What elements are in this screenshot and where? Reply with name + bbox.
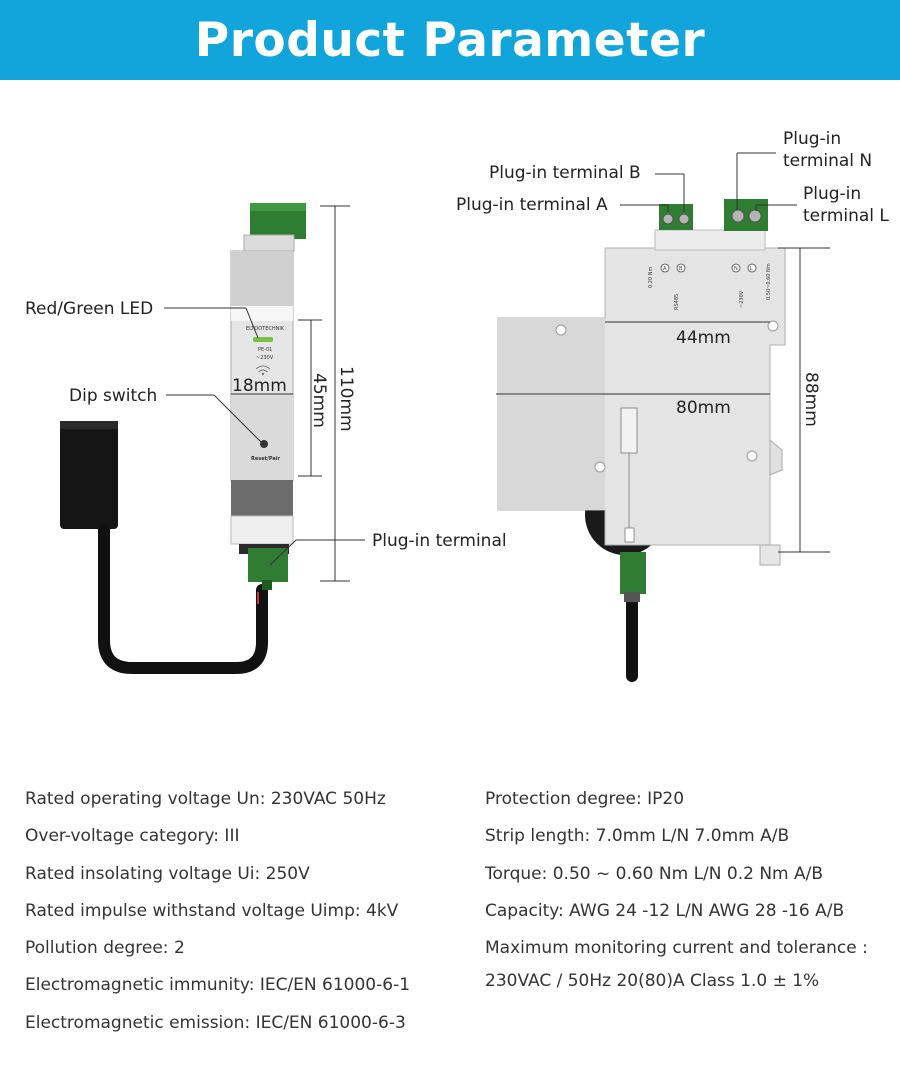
dip-switch-button (260, 440, 268, 448)
print-a: A (663, 266, 667, 272)
brand-print: ELTOOTECHNIK (246, 326, 285, 332)
print-rs485: RS485 (674, 294, 680, 310)
dim-44mm: 44mm (676, 328, 731, 348)
print-torque-b: 0.20 Nm (648, 267, 654, 288)
spec-em-immunity: Electromagnetic immunity: IEC/EN 61000-6… (25, 975, 411, 996)
label-terminal-n-line1: Plug-in (783, 129, 841, 149)
spec-capacity: Capacity: AWG 24 -12 L/N AWG 28 -16 A/B (485, 900, 845, 921)
front-view-device: ELTOOTECHNIK PE-01 ~230V Reset/Pair (60, 203, 365, 674)
voltage-print: ~230V (256, 355, 274, 361)
dim-45mm: 45mm (309, 373, 329, 428)
print-230v: ~230V (739, 290, 745, 308)
wifi-icon (255, 365, 271, 373)
side-view-device: A B N L 0.20 Nm RS485 ~230V 0.50~0.60 Nm (496, 152, 830, 682)
label-terminal-l-line2: terminal L (803, 206, 889, 226)
spec-list-right: Protection degree: IP20 Strip length: 7.… (485, 786, 868, 1001)
page-title: Product Parameter (194, 13, 706, 68)
spec-pollution: Pollution degree: 2 (25, 938, 185, 959)
spec-impulse-voltage: Rated impulse withstand voltage Uimp: 4k… (25, 900, 399, 921)
current-clamp (60, 421, 118, 529)
header-banner: Product Parameter (0, 0, 900, 80)
label-terminal-n-line2: terminal N (783, 151, 872, 171)
dim-88mm: 88mm (801, 372, 821, 427)
print-torque-l: 0.50~0.60 Nm (766, 263, 772, 300)
reset-print: Reset/Pair (251, 456, 280, 462)
spec-rated-voltage: Rated operating voltage Un: 230VAC 50Hz (25, 789, 386, 809)
dim-18mm: 18mm (232, 376, 287, 396)
product-diagram: ELTOOTECHNIK PE-01 ~230V Reset/Pair Red/… (25, 129, 889, 682)
label-terminal-l-line1: Plug-in (803, 184, 861, 204)
model-print: PE-01 (258, 347, 272, 353)
spec-protection: Protection degree: IP20 (485, 789, 685, 809)
label-plug-in-terminal: Plug-in terminal (372, 531, 507, 551)
bottom-dark-band (231, 480, 293, 516)
sensor-cable (98, 523, 268, 674)
print-b: B (679, 266, 683, 272)
spec-max-current-value: 230VAC / 50Hz 20(80)A Class 1.0 ± 1% (485, 971, 820, 992)
label-terminal-b: Plug-in terminal B (489, 163, 641, 183)
led-indicator (253, 337, 273, 342)
spec-overvoltage: Over-voltage category: III (25, 826, 240, 847)
print-n: N (734, 266, 738, 272)
dim-110mm: 110mm (336, 366, 356, 432)
spec-em-emission: Electromagnetic emission: IEC/EN 61000-6… (25, 1012, 406, 1033)
spec-max-current: Maximum monitoring current and tolerance… (485, 938, 868, 959)
label-dip-switch: Dip switch (69, 386, 157, 406)
spec-strip-length: Strip length: 7.0mm L/N 7.0mm A/B (485, 826, 790, 847)
dim-80mm: 80mm (676, 398, 731, 418)
spec-insulating-voltage: Rated insolating voltage Ui: 250V (25, 863, 310, 884)
spec-torque: Torque: 0.50 ~ 0.60 Nm L/N 0.2 Nm A/B (485, 863, 824, 884)
label-red-green-led: Red/Green LED (25, 299, 153, 319)
label-terminal-a: Plug-in terminal A (456, 195, 608, 215)
print-l: L (750, 266, 753, 272)
spec-list-left: Rated operating voltage Un: 230VAC 50Hz … (25, 786, 410, 1047)
